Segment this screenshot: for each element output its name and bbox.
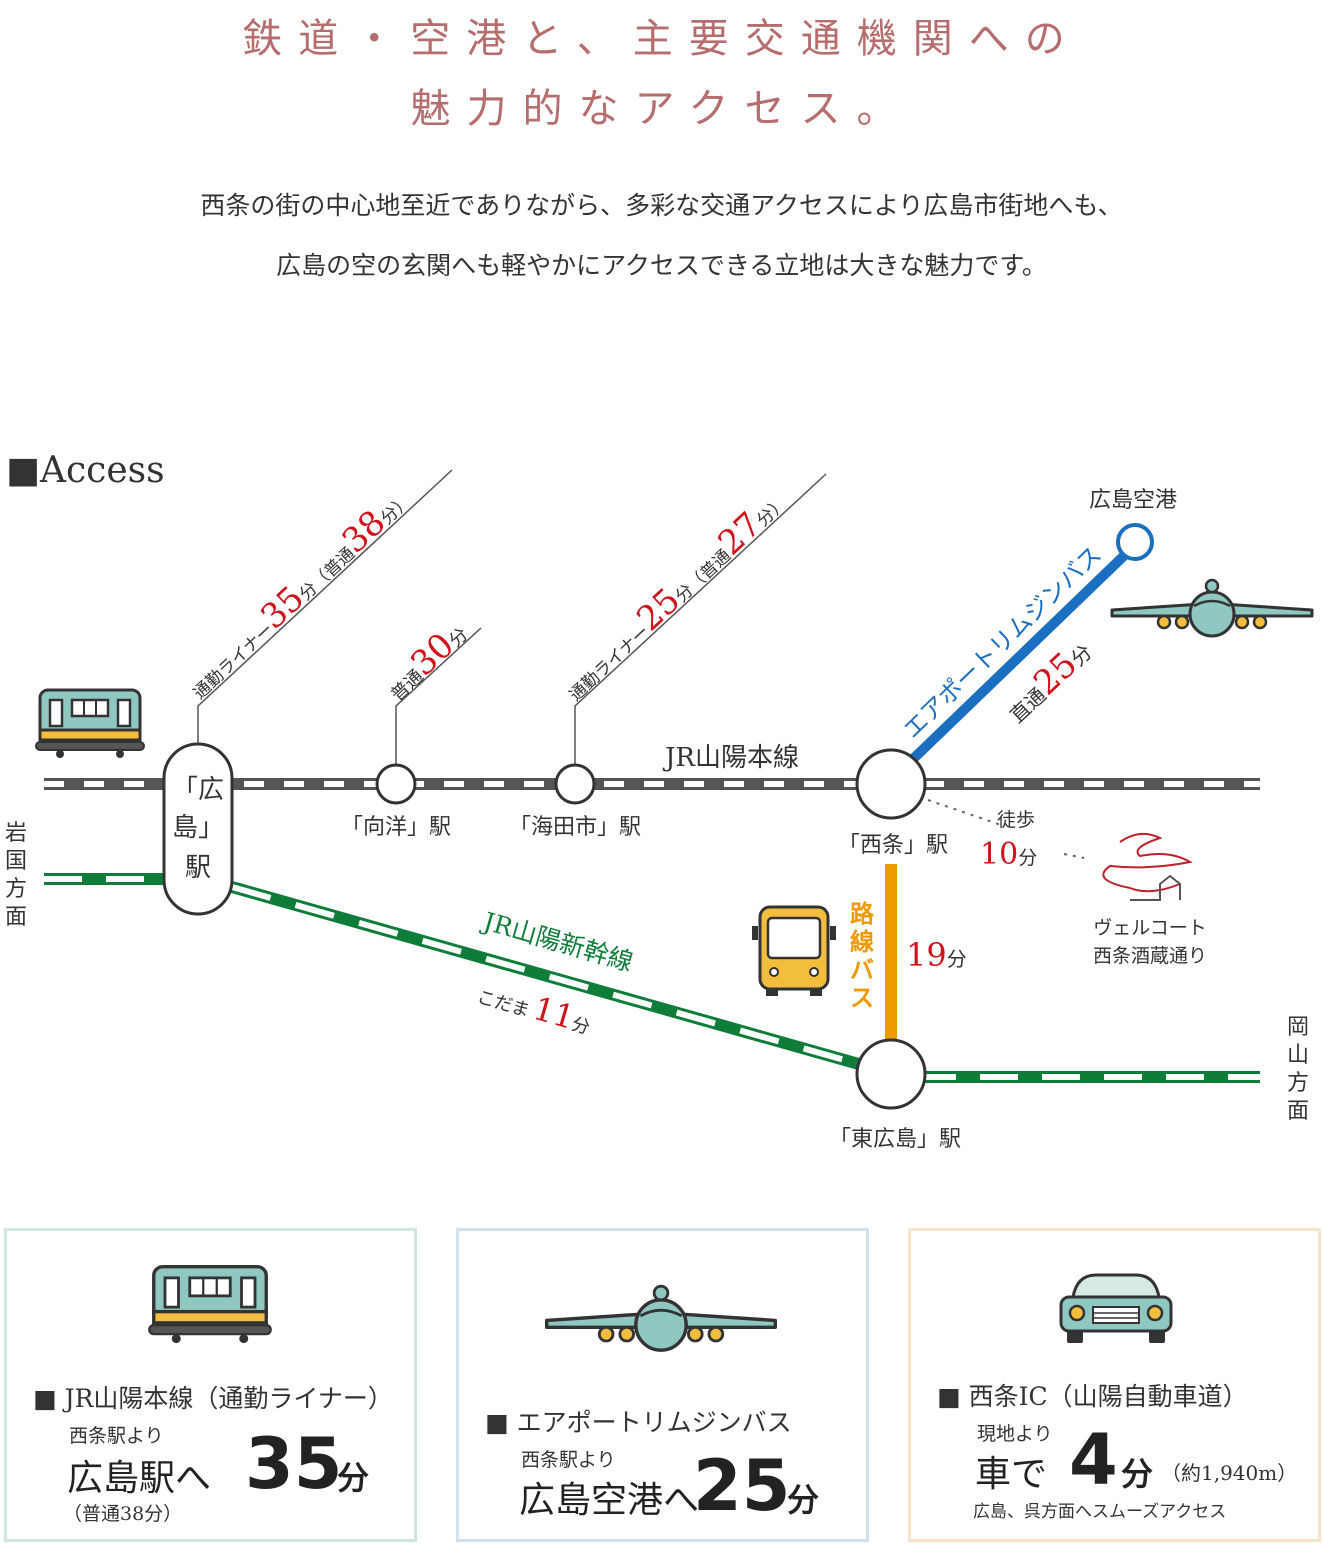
east-dir-2: 山 — [1287, 1043, 1309, 1068]
bus-label-2: 線 — [850, 927, 874, 956]
card-train-title: ■ JR山陽本線（通勤ライナー） — [33, 1384, 393, 1413]
bus-icon — [752, 905, 836, 996]
station-hiroshima — [162, 742, 234, 916]
walk-dots-1 — [927, 799, 1005, 827]
callout-leader-koyo — [395, 627, 482, 766]
card-airport-dest: 広島空港へ — [519, 1480, 700, 1521]
airplane-icon — [1110, 578, 1314, 638]
callout-hiroshima: 通勤ライナー35分（普通38分） — [179, 479, 419, 706]
bus-label-1: 路 — [850, 899, 875, 928]
card-airplane-icon — [545, 1284, 777, 1352]
east-dir-3: 方 — [1287, 1071, 1309, 1096]
lead-line2: 広島の空の玄関へも軽やかにアクセスできる立地は大きな魅力です。 — [276, 251, 1047, 280]
limousine-line — [908, 544, 1136, 764]
car-icon — [1059, 1273, 1173, 1343]
property-logo — [1102, 832, 1193, 901]
property-name-1: ヴェルコート — [1093, 917, 1207, 939]
station-higashi-hiroshima — [855, 1038, 927, 1110]
callout-leader-kaitaichi — [574, 473, 827, 766]
card-car-note: 広島、呉方面へスムーズアクセス — [973, 1502, 1227, 1522]
station-airport — [1116, 523, 1154, 561]
heading-line1: 鉄道・空港と、主要交通機関への — [242, 16, 1081, 62]
sanyo-line-label: JR山陽本線 — [662, 743, 799, 773]
card-train-num: 35 — [245, 1423, 343, 1505]
callout-koyo: 普通30分 — [377, 613, 475, 709]
access-title: ■Access — [6, 450, 165, 491]
callout-limousine: 直通25分 — [997, 631, 1100, 731]
shinkansen-dash — [231, 884, 881, 1073]
callout-kaitaichi: 通勤ライナー25分（普通27分） — [555, 481, 795, 708]
card-car-from: 現地より — [977, 1423, 1053, 1445]
east-dir-4: 面 — [1287, 1099, 1309, 1124]
west-dir-1: 岩 — [5, 821, 27, 846]
kaitaichi-label: 「海田市」駅 — [509, 815, 641, 840]
card-airport: ■ エアポートリムジンバス 西条駅より 広島空港へ 25 分 — [456, 1228, 869, 1542]
card-train-from: 西条駅より — [69, 1425, 164, 1447]
card-airport-from: 西条駅より — [521, 1449, 616, 1471]
card-train: ■ JR山陽本線（通勤ライナー） 西条駅より 広島駅へ 35 分 （普通38分） — [4, 1228, 417, 1542]
walk-label: 徒歩 — [997, 809, 1035, 831]
bus-label-4: ス — [850, 983, 874, 1012]
west-dir-3: 方 — [5, 877, 27, 902]
station-saijo — [855, 748, 927, 820]
walk-dots-2 — [1063, 853, 1085, 859]
hiroshima-label-1: 「広 — [172, 775, 224, 805]
lead-line1: 西条の街の中心地至近でありながら、多彩な交通アクセスにより広島市街地へも、 — [200, 191, 1123, 220]
higashi-hiroshima-label: 「東広島」駅 — [829, 1127, 961, 1152]
callout-leader-hiroshima — [197, 469, 453, 744]
station-koyo — [375, 763, 417, 805]
card-car-num: 4 — [1069, 1419, 1118, 1501]
card-car: ■ 西条IC（山陽自動車道） 現地より 車で 4 分 （約1,940m） 広島、… — [908, 1228, 1321, 1542]
bus-time: 19分 — [906, 936, 967, 974]
card-train-icon — [148, 1264, 272, 1344]
train-icon — [34, 688, 146, 760]
saijo-label: 「西条」駅 — [838, 833, 948, 858]
heading-line2: 魅力的なアクセス。 — [410, 86, 913, 132]
west-dir-2: 国 — [5, 849, 27, 874]
property-name-2: 西条酒蔵通り — [1093, 945, 1207, 967]
east-dir-1: 岡 — [1287, 1015, 1309, 1040]
card-train-unit: 分 — [337, 1459, 370, 1497]
card-train-dest: 広島駅へ — [67, 1458, 212, 1499]
card-car-distance: （約1,940m） — [1161, 1461, 1298, 1485]
hiroshima-label-2: 島」 — [172, 813, 224, 843]
walk-time: 10分 — [980, 837, 1037, 872]
card-car-dest: 車で — [975, 1454, 1048, 1495]
card-airport-num: 25 — [693, 1445, 791, 1527]
card-car-unit: 分 — [1121, 1455, 1154, 1493]
bus-label-3: バ — [850, 955, 874, 984]
koyo-label: 「向洋」駅 — [341, 815, 451, 840]
card-train-note: （普通38分） — [63, 1503, 183, 1525]
card-airport-unit: 分 — [787, 1481, 820, 1519]
card-airport-title: ■ エアポートリムジンバス — [485, 1408, 792, 1437]
card-car-title: ■ 西条IC（山陽自動車道） — [937, 1382, 1248, 1411]
limousine-label: エアポートリムジンバス — [898, 540, 1107, 744]
station-kaitaichi — [554, 763, 596, 805]
hiroshima-label-3: 駅 — [185, 853, 211, 883]
west-dir-4: 面 — [5, 905, 27, 930]
airport-label: 広島空港 — [1089, 488, 1177, 513]
access-map: 「広 島」 駅 「向洋」駅 「海田市」駅 「西条」駅 「東広島」駅 広島空港 J… — [5, 469, 1314, 1152]
